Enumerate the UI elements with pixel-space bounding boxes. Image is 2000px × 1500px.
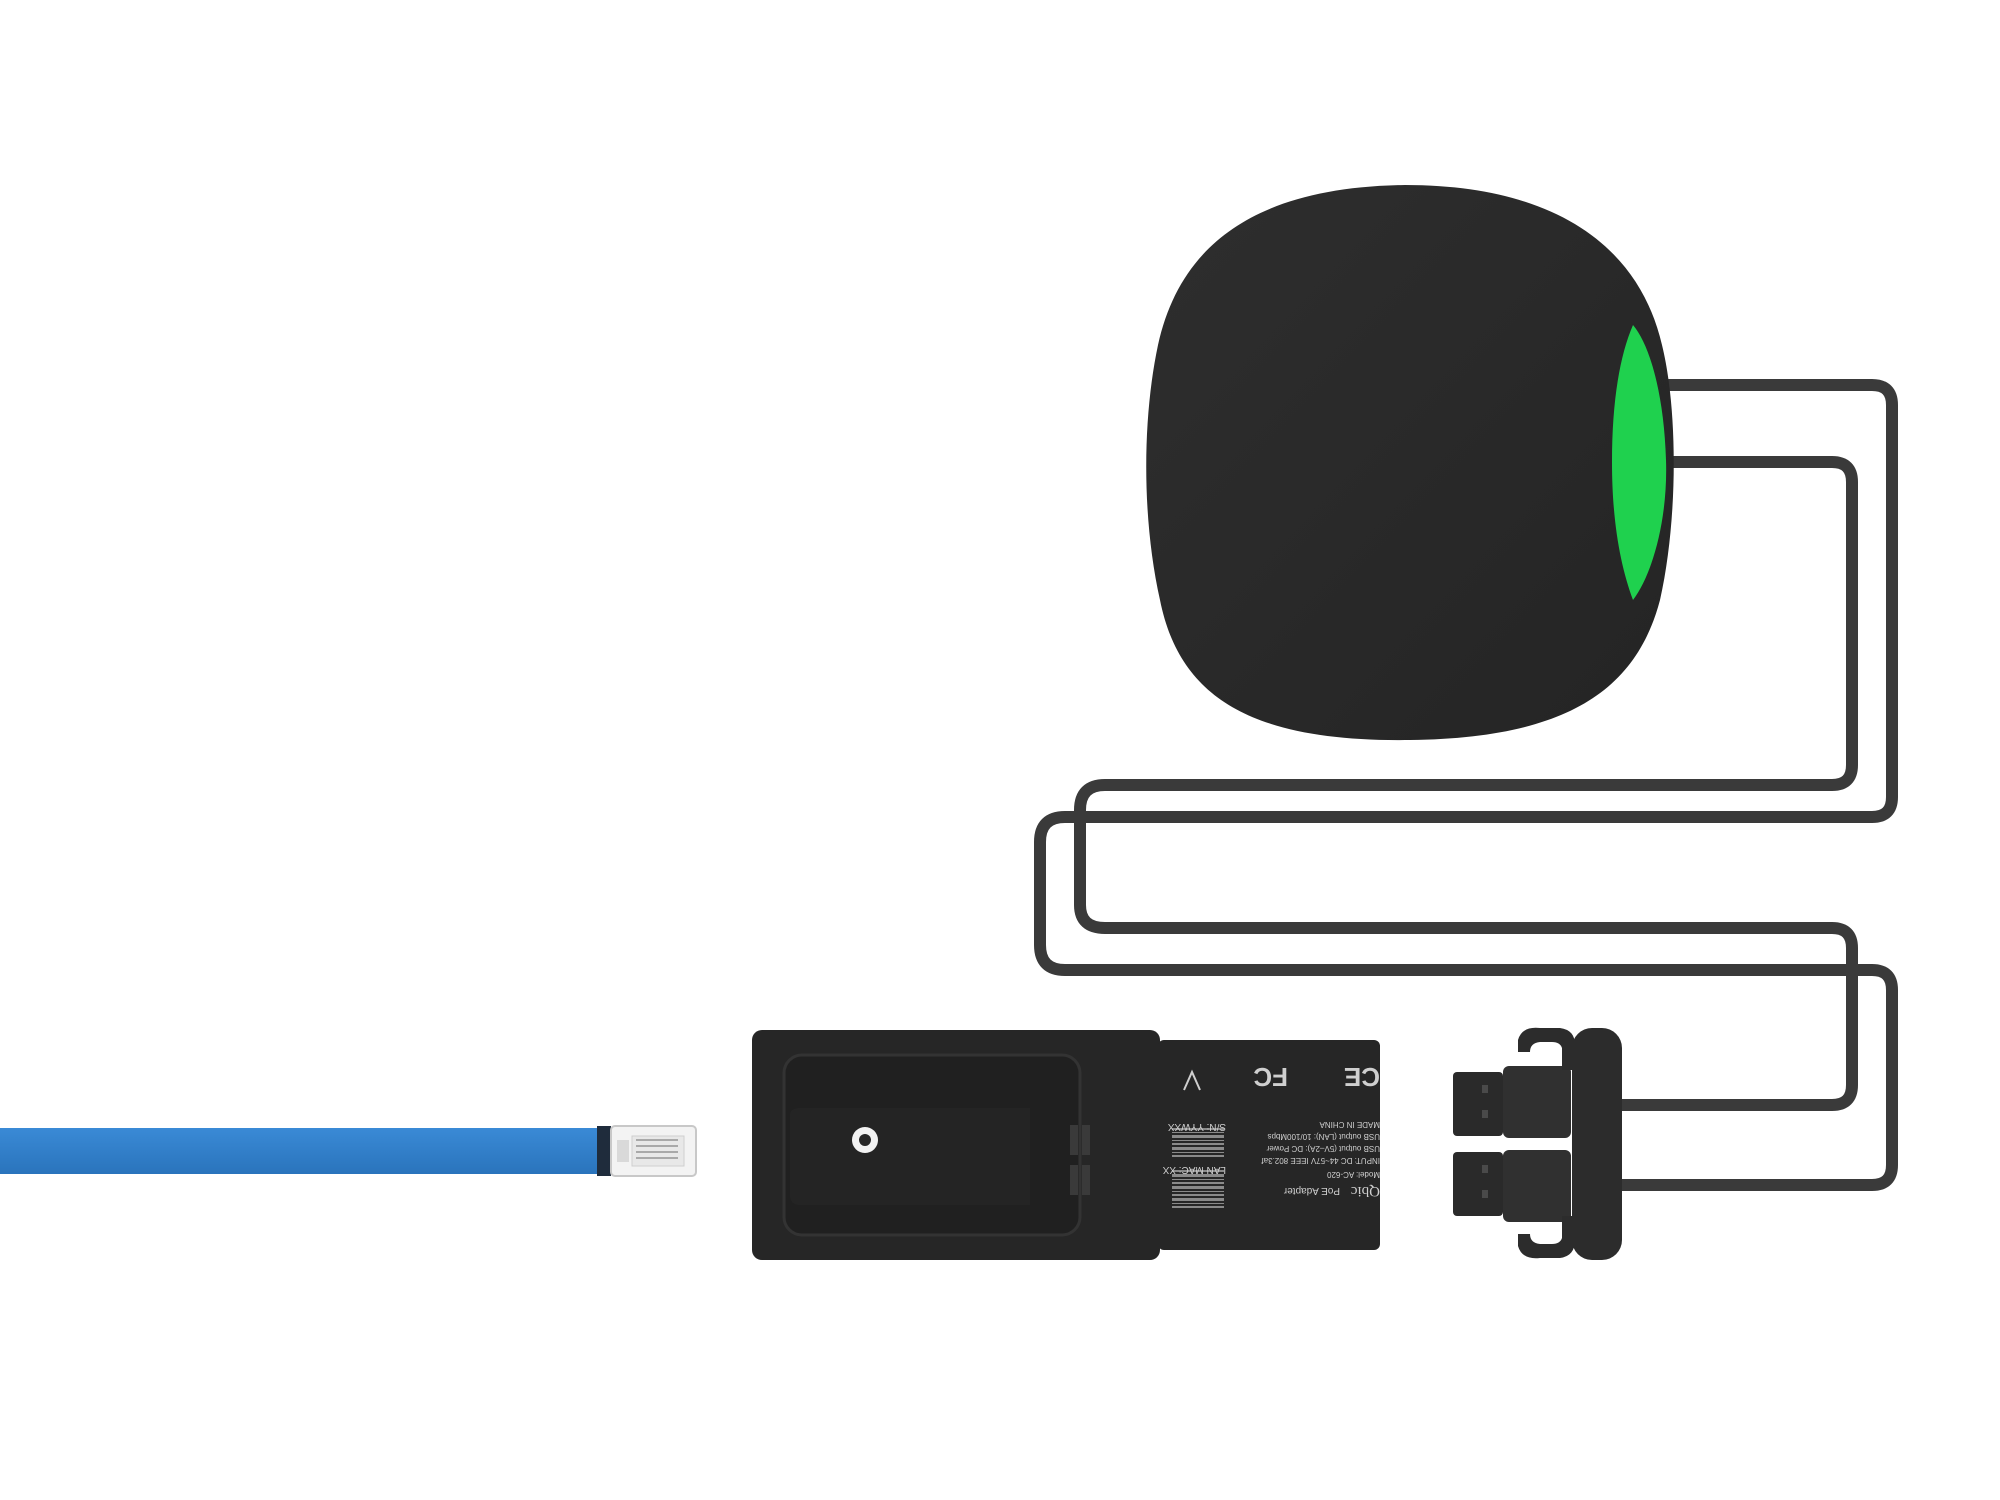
label-lan-mac: LAN MAC: XX: [1162, 1164, 1226, 1175]
mounting-plate: [1572, 1028, 1622, 1260]
label-model: Model: AC-620: [1327, 1170, 1380, 1179]
adapter-ribs: [1070, 1125, 1090, 1195]
ethernet-cable-boot: [597, 1126, 611, 1176]
status-led-strip: [1612, 325, 1667, 600]
label-brand: Qbic: [1351, 1183, 1381, 1199]
adapter-label-section: [1158, 1040, 1380, 1250]
label-usb-output-dc: USB output (5V–2A): DC Power: [1266, 1144, 1380, 1153]
ethernet-cable-body: [0, 1128, 600, 1174]
usb-boot-top: [1503, 1066, 1571, 1138]
label-input: INPUT: DC 44~57V IEEE 802.3af: [1261, 1156, 1380, 1165]
label-product: PoE Adapter: [1283, 1185, 1340, 1196]
cable-inner-loop: [1074, 456, 1858, 1111]
label-made-in: MADE IN CHINA: [1319, 1120, 1380, 1129]
cable-clip-top: [1518, 1027, 1575, 1070]
barcode-mac: [1172, 1170, 1224, 1208]
usb-connector-block: [1453, 1027, 1622, 1260]
poe-adapter: Qbic PoE Adapter Model: AC-620 INPUT: DC…: [752, 1030, 1380, 1260]
cable-outer-loop: [1034, 379, 1898, 1191]
product-label-text: Qbic PoE Adapter Model: AC-620 INPUT: DC…: [1162, 1062, 1380, 1199]
rj45-plug: [610, 1125, 697, 1177]
usb-boot-bottom: [1503, 1150, 1571, 1222]
label-usb-output-lan: USB output (LAN): 10/100Mbps: [1267, 1132, 1380, 1141]
ce-mark: CE: [1344, 1062, 1380, 1092]
ethernet-cable: [0, 1125, 697, 1177]
weee-icon: [1183, 1069, 1201, 1091]
adapter-tab: [790, 1108, 1030, 1205]
sensor-puck-body: [1146, 185, 1674, 741]
cable-clip-bottom: [1518, 1216, 1575, 1259]
sensor-cable: [1034, 379, 1898, 1191]
usb-plug-bottom: [1453, 1152, 1503, 1216]
fcc-mark: FC: [1253, 1062, 1288, 1092]
label-serial: S/N: YYWXX: [1168, 1121, 1226, 1132]
sensor-puck: [1146, 185, 1674, 741]
usb-plug-top: [1453, 1072, 1503, 1136]
barcode-sn: [1172, 1128, 1224, 1157]
